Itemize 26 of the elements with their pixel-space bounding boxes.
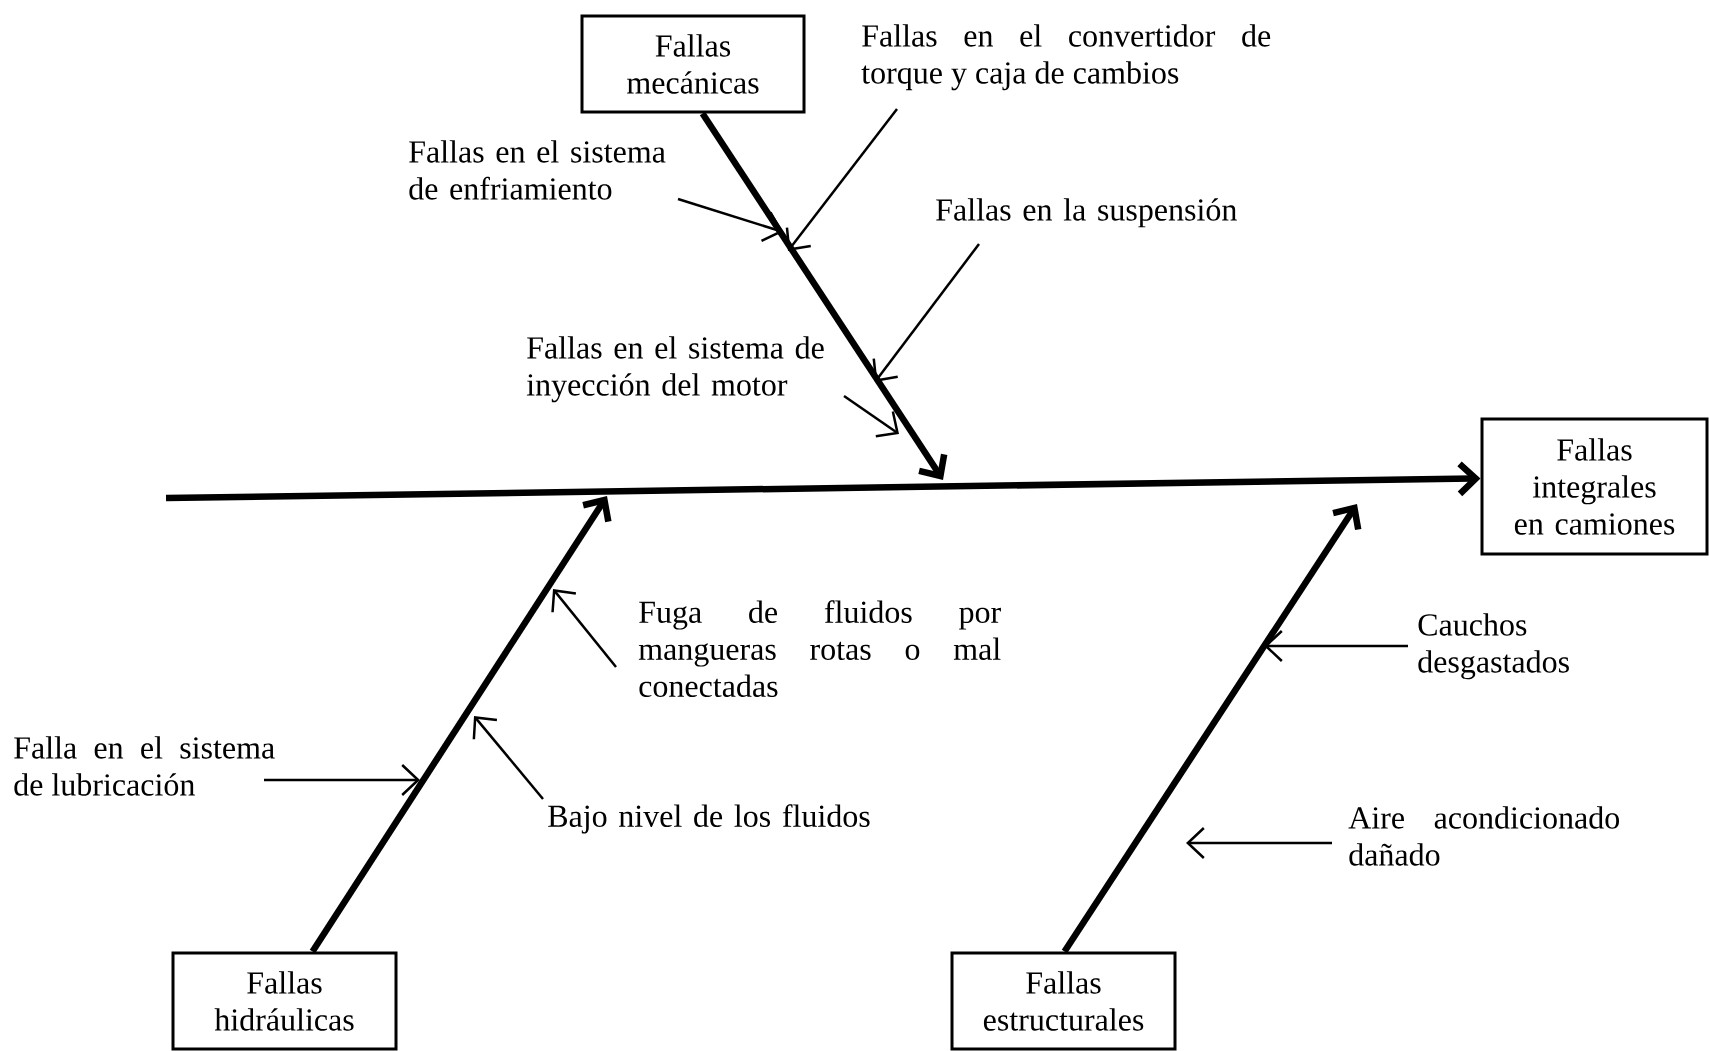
arrow <box>872 243 980 382</box>
arrow <box>843 394 899 438</box>
arrow <box>264 764 420 796</box>
branch-arrow <box>309 496 612 954</box>
cause-label: Fallas en el sistema de inyección del motor <box>526 336 824 403</box>
arrow <box>677 197 783 243</box>
arrow <box>1186 827 1332 859</box>
cause-label: Aire acondicionado dañado <box>1348 806 1619 866</box>
arrow <box>472 716 544 800</box>
cause-label: Fallas en el convertidor de torque y caja de cambios <box>861 24 1271 91</box>
spine-arrow <box>165 461 1481 502</box>
branch-arrow <box>699 111 948 480</box>
cause-box: Fallas hidráulicas <box>171 951 398 1051</box>
cause-label: Fallas en el sistema de enfriamiento <box>409 140 666 200</box>
cause-box: Fallas mecánicas <box>580 14 806 114</box>
arrow <box>785 108 898 251</box>
cause-label: Cauchos desgastados <box>1418 613 1569 680</box>
cause-label: Fallas en la suspensión <box>936 198 1237 228</box>
branch-arrow <box>1061 504 1362 954</box>
cause-label: Bajo nivel de los fluidos <box>548 804 870 834</box>
arrow <box>1264 630 1408 662</box>
cause-label: Fuga de fluidos por mangueras rotas o mal conectadas <box>638 600 1001 698</box>
arrow <box>551 589 617 668</box>
cause-box: Fallas integrales en camiones <box>1480 417 1709 556</box>
cause-box: Fallas estructurales <box>950 951 1177 1051</box>
cause-label: Falla en el sistema de lubricación <box>14 736 275 796</box>
